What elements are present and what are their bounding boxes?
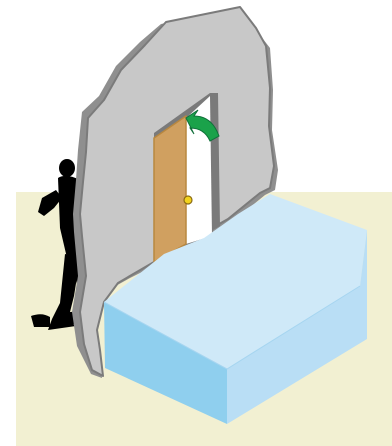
door-panel[interactable]	[154, 116, 186, 262]
door-handle-knob[interactable]	[184, 196, 192, 204]
person-shoe-left	[31, 314, 50, 327]
person-head	[59, 159, 75, 177]
